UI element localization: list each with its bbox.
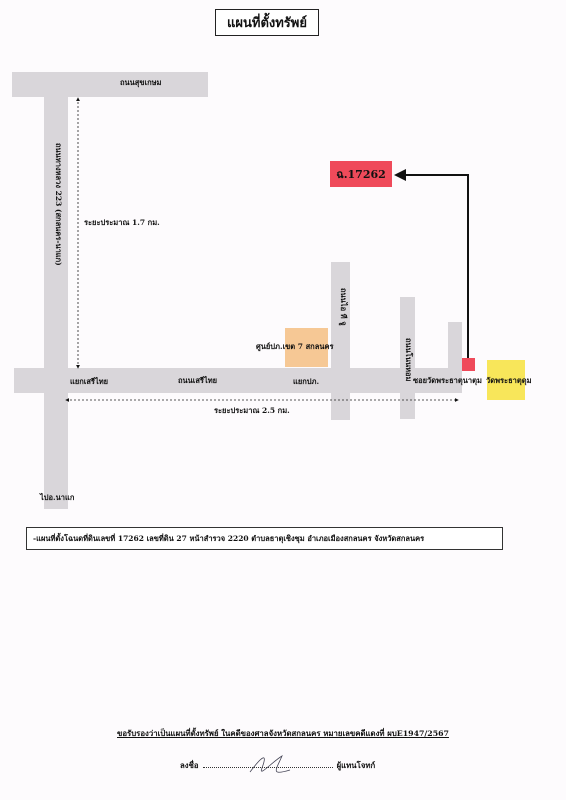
signature-dots [202, 767, 333, 768]
description-box: -แผนที่ตั้งโฉนดที่ดินเลขที่ 17262 เลขที่… [26, 527, 503, 550]
signature-scribble [249, 755, 291, 773]
certification-text: ขอรับรองว่าเป็นแผนที่ตั้งทรัพย์ ในคดีของ… [117, 729, 449, 738]
to-nakae-label: ไปอ.นาแก [40, 493, 75, 502]
road-soi-pk [331, 262, 350, 420]
horizontal-distance-label: ระยะประมาณ 2.5 กม. [214, 406, 290, 415]
signature-prefix: ลงชื่อ [180, 761, 199, 770]
signature-line: ลงชื่อ ผู้แทนโจทก์ [180, 760, 375, 772]
seven-eleven-box [285, 328, 328, 367]
signature-suffix: ผู้แทนโจทก์ [336, 761, 376, 770]
seven-eleven-label: ศูนย์ปภ.เขต 7 สกลนคร [256, 342, 334, 351]
parcel-marker [462, 358, 475, 371]
map-title: แผนที่ตั้งทรัพย์ [215, 9, 319, 36]
road-soi-wat-label: ซอยวัดพระธาตุนาตุม [413, 376, 482, 385]
road-soi-kamin [400, 297, 415, 419]
road-main [14, 368, 462, 393]
road-soi-wat [448, 322, 462, 372]
wat-label: วัดพระธาตุดุม [486, 376, 532, 385]
junction-pk-label: แยกปภ. [293, 377, 320, 386]
parcel-label-box: ฉ.17262 [330, 161, 392, 187]
road-left-vertical [44, 72, 68, 509]
road-top-label: ถนนสุขเกษม [120, 78, 162, 87]
vertical-distance-label: ระยะประมาณ 1.7 กม. [84, 218, 160, 227]
road-main-label: ถนนเสรีไทย [178, 376, 218, 385]
wat-box [487, 360, 525, 400]
junction-left-label: แยกเสรีไทย [70, 377, 109, 386]
parcel-pointer-arrow [394, 169, 469, 358]
